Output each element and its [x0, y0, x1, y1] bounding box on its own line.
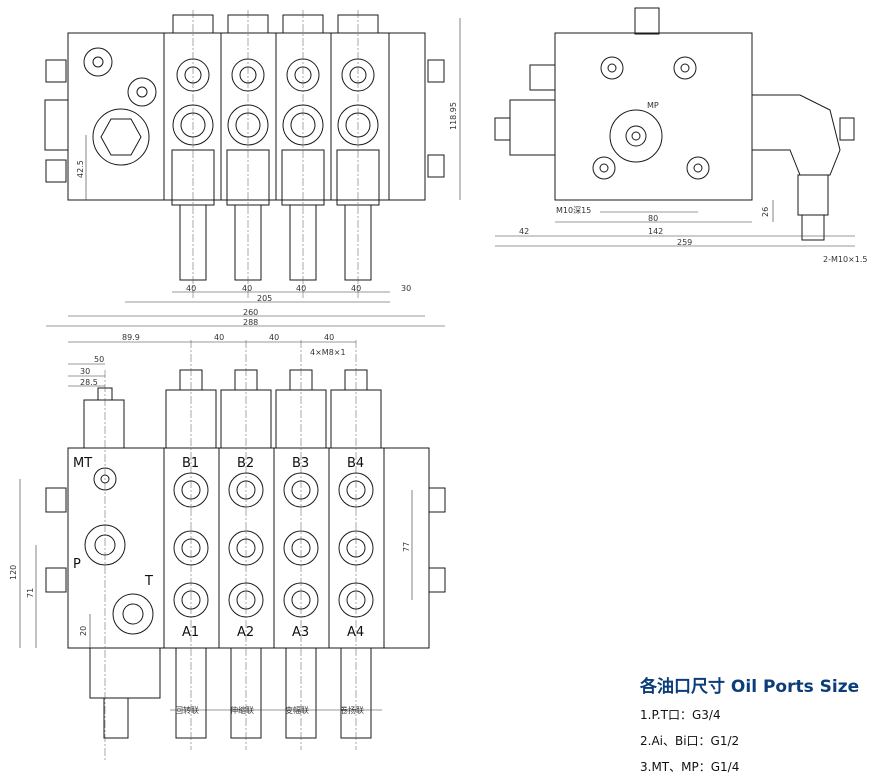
- dim-side-42: 42: [519, 227, 529, 236]
- port-a2-label: A2: [237, 625, 254, 640]
- dim-top-40d: 40: [351, 284, 361, 293]
- front-actuators: [165, 369, 382, 449]
- port-b2-label: B2: [237, 456, 254, 471]
- section-name-2: 伸缩联: [230, 705, 254, 715]
- port-a1-label: A1: [182, 625, 199, 640]
- port-b4-label: B4: [347, 456, 364, 471]
- front-handles: [170, 647, 382, 739]
- section-name-3: 变幅联: [285, 705, 309, 715]
- legend-item-mt-mp: 3.MT、MP：G1/4: [640, 760, 740, 774]
- dim-top-42-5: 42.5: [76, 160, 85, 178]
- section-name-1: 回转联: [175, 705, 199, 715]
- port-a3-label: A3: [292, 625, 309, 640]
- front-view: 89.9 40 40 40 4×M8×1 50 30 28.5 120 71 2…: [9, 333, 446, 760]
- dim-front-71: 71: [26, 588, 35, 598]
- dim-top-40b: 40: [242, 284, 252, 293]
- dim-front-m8: 4×M8×1: [310, 348, 346, 357]
- dim-front-40c: 40: [324, 333, 334, 342]
- dim-front-30: 30: [80, 367, 90, 376]
- port-mt-label: MT: [73, 456, 92, 471]
- dim-front-77: 77: [402, 542, 411, 552]
- dim-front-120: 120: [9, 565, 18, 580]
- mp-port-label: MP: [647, 101, 659, 110]
- port-t-label: T: [144, 574, 153, 589]
- dim-side-m10x: 2-M10×1.5: [823, 255, 867, 264]
- dim-top-288: 288: [243, 318, 258, 327]
- top-view: 40 40 40 40 30 205 260 288 118.95 42.5: [44, 10, 461, 327]
- dim-side-259: 259: [677, 238, 692, 247]
- dim-top-40a: 40: [186, 284, 196, 293]
- dim-top-260: 260: [243, 308, 258, 317]
- dim-front-89-9: 89.9: [122, 333, 140, 342]
- dim-side-80: 80: [648, 214, 658, 223]
- section-name-4: 卷扬联: [340, 705, 364, 715]
- port-a4-label: A4: [347, 625, 364, 640]
- legend-title: 各油口尺寸 Oil Ports Size: [640, 677, 860, 697]
- top-body-outline: [67, 32, 426, 201]
- legend-item-ai-bi: 2.Ai、Bi口：G1/2: [640, 734, 740, 748]
- port-p-label: P: [73, 557, 81, 572]
- dim-top-40c: 40: [296, 284, 306, 293]
- dim-side-26: 26: [761, 207, 770, 217]
- dim-top-118: 118.95: [449, 102, 458, 130]
- side-view: MP M10深15 80 26 42 142 259 2-M10×1.5: [494, 7, 867, 264]
- oil-ports-legend: 各油口尺寸 Oil Ports Size 1.P.T口：G3/4 2.Ai、Bi…: [640, 672, 880, 775]
- port-b3-label: B3: [292, 456, 309, 471]
- dim-side-m10: M10深15: [556, 206, 591, 215]
- dim-front-20: 20: [79, 626, 88, 636]
- dim-front-50: 50: [94, 355, 104, 364]
- legend-item-pt: 1.P.T口：G3/4: [640, 708, 721, 722]
- dim-top-205: 205: [257, 294, 272, 303]
- dim-front-28-5: 28.5: [80, 378, 98, 387]
- top-caps: [172, 14, 379, 34]
- dim-top-30: 30: [401, 284, 411, 293]
- dim-front-40b: 40: [269, 333, 279, 342]
- port-b1-label: B1: [182, 456, 199, 471]
- dim-front-40a: 40: [214, 333, 224, 342]
- dim-side-142: 142: [648, 227, 663, 236]
